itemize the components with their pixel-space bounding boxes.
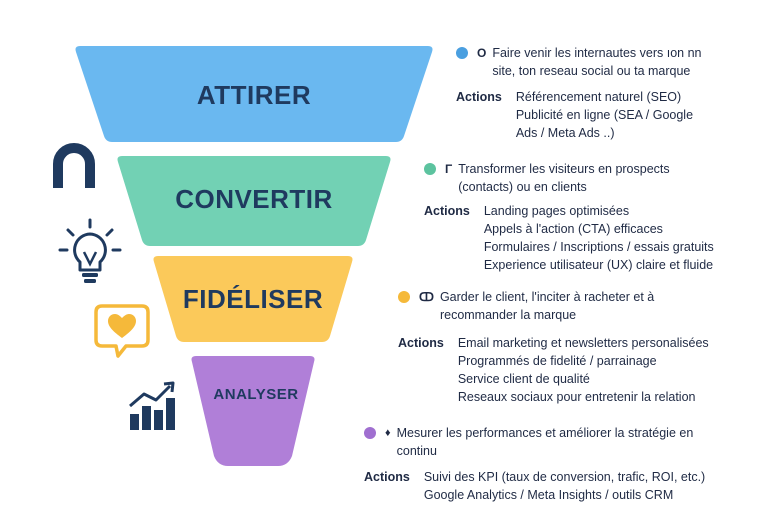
stage-dot [398,291,410,303]
actions-list: Référencement naturel (SEO) Publicité en… [516,88,693,142]
action-item: Google Analytics / Meta Insights / outil… [423,488,674,502]
stage-goal: Garder le client, l'inciter à racheter e… [439,290,655,322]
action-item: Landing pages optimisées [483,204,630,218]
goal-marker: O [477,46,487,60]
funnel-stage-convertir [117,156,391,246]
actions-label: Actions [364,470,410,484]
stage-label-analyser: ANALYSER [213,386,299,403]
action-item: Appels à l'action (CTA) efficaces [483,222,663,236]
action-item: Reseaux sociaux pour entretenir la relat… [457,390,696,404]
goal-marker: Γ [445,162,453,176]
stage-info-convertir: Γ Transformer les visiteurs en prospects… [424,160,724,274]
stage-dot [424,163,436,175]
stage-info-analyser: ♦ Mesurer les performances et améliorer … [364,424,744,504]
actions-list: Email marketing et newsletters personali… [458,334,709,406]
stage-label-fideliser: FIDÉLISER [182,284,324,314]
growth-chart-icon [129,381,175,430]
actions-list: Suivi des KPI (taux de conversion, trafi… [424,468,705,504]
funnel-stage-fideliser [153,256,353,342]
lightbulb-icon [58,218,122,283]
stage-info-fideliser: ↀ Garder le client, l'inciter à racheter… [398,288,728,406]
action-item: Formulaires / Inscriptions / essais grat… [483,240,714,254]
action-item: Programmés de fidelité / parrainage [457,354,657,368]
stage-goal: Faire venir les internautes vers ıon nn … [492,46,702,78]
funnel-stage-attirer [75,46,433,142]
funnel-stage-analyser [191,356,315,466]
action-item: Ads / Meta Ads ..) [515,126,615,140]
stage-goal: Transformer les visiteurs en prospects (… [458,162,670,194]
stage-label-convertir: CONVERTIR [175,184,333,214]
stage-dot [456,47,468,59]
stage-info-attirer: O Faire venir les internautes vers ıon n… [456,44,726,142]
stage-label-attirer: ATTIRER [196,80,312,110]
goal-marker: ↀ [419,290,434,304]
magnet-icon [53,143,95,188]
stage-dot [364,427,376,439]
actions-label: Actions [424,204,470,218]
action-item: Service client de qualité [457,372,590,386]
actions-label: Actions [398,336,444,350]
stage-goal: Mesurer les performances et améliorer la… [396,426,694,458]
action-item: Experience utilisateur (UX) claire et fl… [483,258,714,272]
action-item: Email marketing et newsletters personali… [457,336,709,350]
action-item: Suivi des KPI (taux de conversion, trafi… [423,470,706,484]
actions-list: Landing pages optimisées Appels à l'acti… [484,202,714,274]
actions-label: Actions [456,90,502,104]
heart-chat-icon [94,304,150,358]
action-item: Publicité en ligne (SEA / Google [515,108,694,122]
goal-marker: ♦ [385,427,391,439]
action-item: Référencement naturel (SEO) [515,90,682,104]
